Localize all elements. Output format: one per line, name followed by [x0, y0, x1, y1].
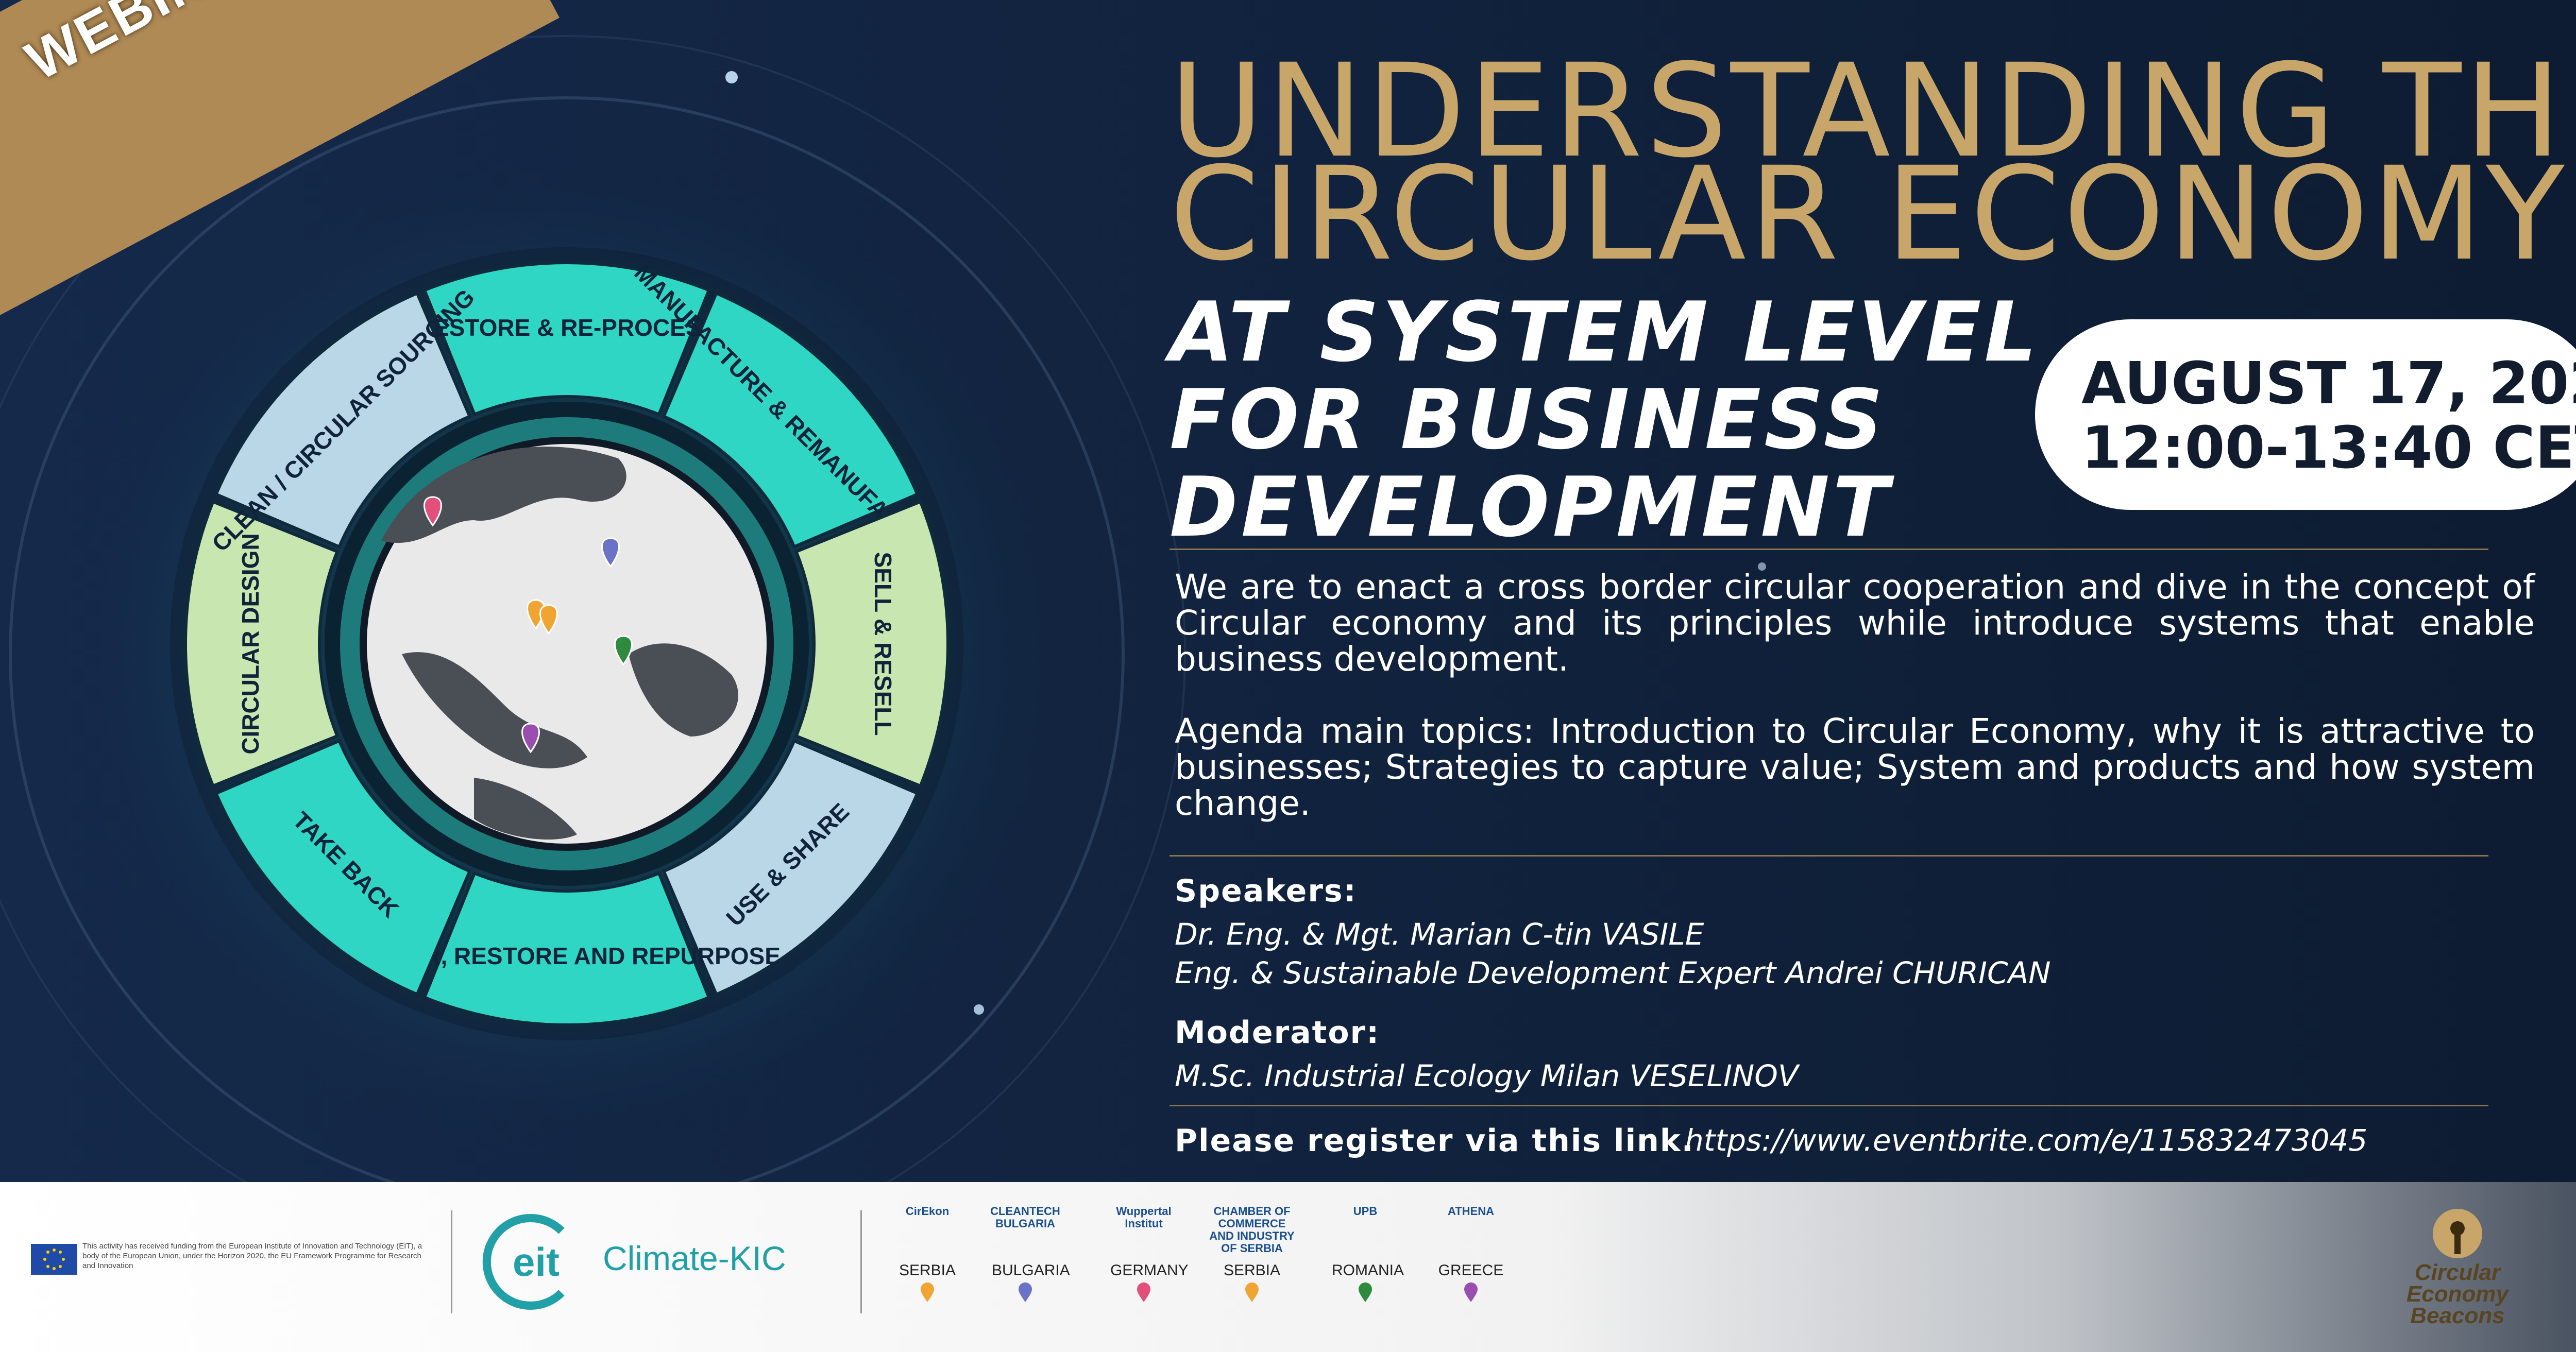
partner-country: SERBIA: [899, 1262, 956, 1279]
partner-logo: CHAMBER OF COMMERCE AND INDUSTRY OF SERB…: [1209, 1205, 1295, 1255]
partner-country: GREECE: [1438, 1262, 1504, 1279]
subtitle-line-2: FOR BUSINESS: [1170, 371, 1886, 468]
wheel-segment: [662, 291, 920, 549]
location-pin-icon: [1359, 1282, 1372, 1302]
wheel-segment: [214, 291, 472, 549]
moderator-label: Moderator:: [1175, 1015, 1380, 1051]
partner-country: BULGARIA: [992, 1262, 1070, 1279]
subtitle-line-3: DEVELOPMENT: [1170, 459, 1892, 555]
climate-kic-text: Climate-KIC: [603, 1239, 786, 1277]
event-date: AUGUST 17, 2020: [2081, 350, 2576, 417]
title-line-2: CIRCULAR ECONOMY: [1170, 139, 2568, 289]
map-landmass: [629, 643, 738, 737]
partner-country: GERMANY: [1110, 1262, 1189, 1279]
map-pin-icon: [614, 635, 633, 666]
location-pin-icon: [1019, 1282, 1032, 1302]
date-badge: [2035, 319, 2576, 510]
location-pin-icon: [1245, 1282, 1259, 1302]
map-pin-icon: [601, 537, 620, 568]
eu-funding-text: This activity has received funding from …: [82, 1242, 422, 1270]
footer-bar: [0, 1182, 2576, 1352]
footer-divider: [451, 1210, 452, 1313]
register-link[interactable]: https://www.eventbrite.com/e/11583247304…: [1685, 1123, 2368, 1158]
partner-logo: Wuppertal Institut: [1116, 1205, 1172, 1230]
wheel-segment: [662, 739, 920, 997]
divider: [1170, 855, 2488, 857]
speakers-label: Speakers:: [1175, 873, 1357, 909]
wheel-segment: [422, 261, 711, 417]
speaker-1: Dr. Eng. & Mgt. Marian C-tin VASILE: [1175, 917, 1704, 952]
location-pin-icon: [1464, 1282, 1478, 1302]
map-landmass: [402, 652, 587, 768]
wheel-segment: [422, 871, 711, 1026]
partner-logo: ATHENA: [1447, 1205, 1495, 1218]
brand-line-3: Beacons: [2410, 1303, 2505, 1328]
wheel-segment: [794, 500, 950, 788]
partner-logo: CirEkon: [905, 1205, 950, 1218]
intro-paragraph: We are to enact a cross border circular …: [1175, 567, 2535, 679]
map-landmass: [474, 778, 577, 840]
map-pin-icon: [521, 723, 540, 754]
eit-logo-icon: [482, 1214, 565, 1310]
partner-country: SERBIA: [1223, 1262, 1281, 1279]
divider: [1170, 1105, 2488, 1106]
moderator-name: M.Sc. Industrial Ecology Milan VESELINOV: [1175, 1058, 1799, 1093]
map-landmass: [381, 447, 626, 543]
subtitle-line-1: AT SYSTEM LEVEL: [1170, 284, 2040, 380]
title-line-1: UNDERSTANDING THE: [1170, 36, 2576, 186]
register-text: Please register via this link.: [1175, 1123, 1694, 1159]
map-disc: [360, 437, 774, 851]
brand-line-1: Circular: [2414, 1260, 2501, 1285]
beacon-icon: [2433, 1209, 2482, 1258]
brand-line-2: Economy: [2406, 1281, 2509, 1307]
wheel-segment: [214, 739, 472, 997]
wheel-segment: [184, 500, 340, 788]
eit-text: eit: [513, 1239, 560, 1285]
divider: [1170, 549, 2488, 550]
location-pin-icon: [1137, 1282, 1150, 1302]
speaker-2: Eng. & Sustainable Development Expert An…: [1175, 955, 2051, 990]
partner-country: ROMANIA: [1332, 1262, 1404, 1279]
footer-divider: [860, 1210, 862, 1313]
wheel-segment-label: CIRCULAR DESIGN: [237, 533, 264, 754]
partner-logo: UPB: [1353, 1205, 1378, 1218]
map-pin-icon: [539, 604, 558, 635]
map-pin-icon: [423, 496, 442, 527]
inner-glow: [340, 417, 793, 870]
circular-economy-beacons-logo: Circular Economy Beacons: [2370, 1205, 2545, 1334]
wheel-segment-label: RESTORE & RE-PROCESS: [416, 314, 717, 341]
agenda-paragraph: Agenda main topics: Introduction to Circ…: [1175, 711, 2535, 823]
event-time: 12:00-13:40 CET: [2081, 415, 2576, 482]
eu-flag-icon: [31, 1244, 77, 1275]
partner-logo: CLEANTECH BULGARIA: [990, 1205, 1060, 1230]
location-pin-icon: [921, 1282, 934, 1302]
wheel-segment-label: SELL & RESELL: [870, 552, 896, 736]
